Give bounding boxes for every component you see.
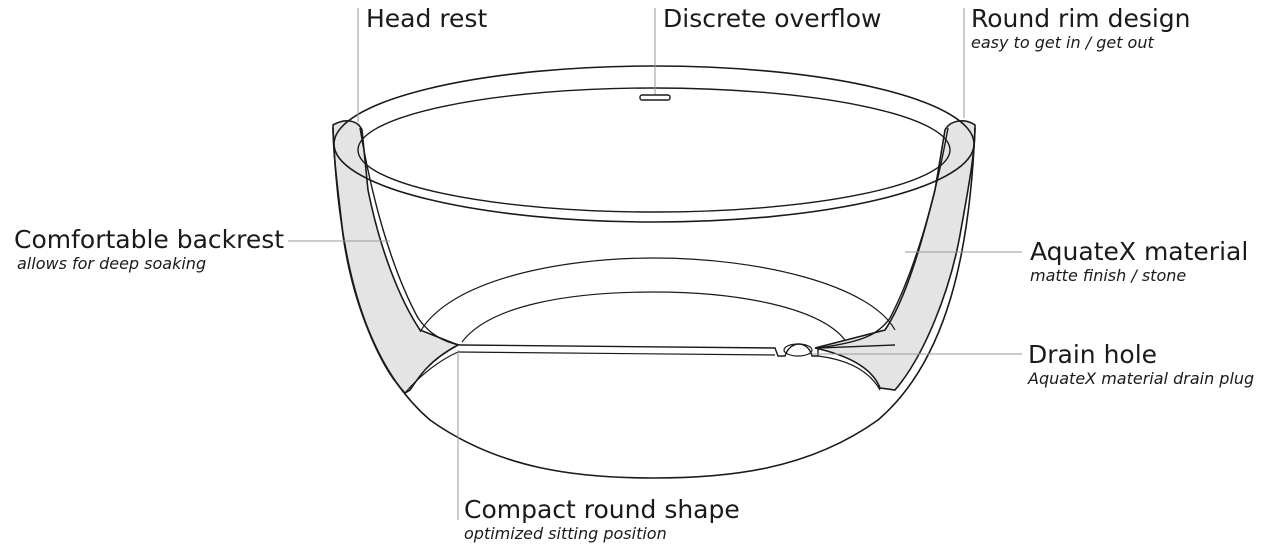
floor-inner (462, 292, 845, 342)
outer-body (333, 128, 975, 478)
leader-lines (288, 8, 1022, 520)
drain-subtitle: AquateX material drain plug (1028, 369, 1254, 389)
discrete-overflow-title: Discrete overflow (663, 5, 881, 33)
callout-material: AquateX material matte finish / stone (1030, 238, 1248, 286)
callout-backrest: Comfortable backrest allows for deep soa… (14, 226, 284, 274)
callout-head-rest: Head rest (366, 5, 487, 33)
material-subtitle: matte finish / stone (1030, 266, 1248, 286)
backrest-title: Comfortable backrest (14, 226, 284, 254)
underside-curve (405, 352, 880, 393)
floor-outer (420, 258, 895, 332)
callout-drain: Drain hole AquateX material drain plug (1028, 341, 1254, 389)
backrest-subtitle: allows for deep soaking (17, 254, 284, 274)
overflow-slot (640, 95, 670, 100)
shape-subtitle: optimized sitting position (464, 524, 740, 544)
material-title: AquateX material (1030, 238, 1248, 266)
callout-round-rim: Round rim design easy to get in / get ou… (971, 5, 1191, 53)
head-rest-title: Head rest (366, 5, 487, 33)
inner-rim (358, 88, 950, 212)
shape-title: Compact round shape (464, 496, 740, 524)
round-rim-title: Round rim design (971, 5, 1191, 33)
floor-section-under (458, 352, 775, 355)
round-rim-subtitle: easy to get in / get out (971, 33, 1191, 53)
drain-title: Drain hole (1028, 341, 1254, 369)
callout-shape: Compact round shape optimized sitting po… (464, 496, 740, 544)
left-wall-section (333, 121, 458, 393)
callout-discrete-overflow: Discrete overflow (663, 5, 881, 33)
outer-rim (334, 66, 974, 222)
right-wall-section (815, 121, 975, 390)
